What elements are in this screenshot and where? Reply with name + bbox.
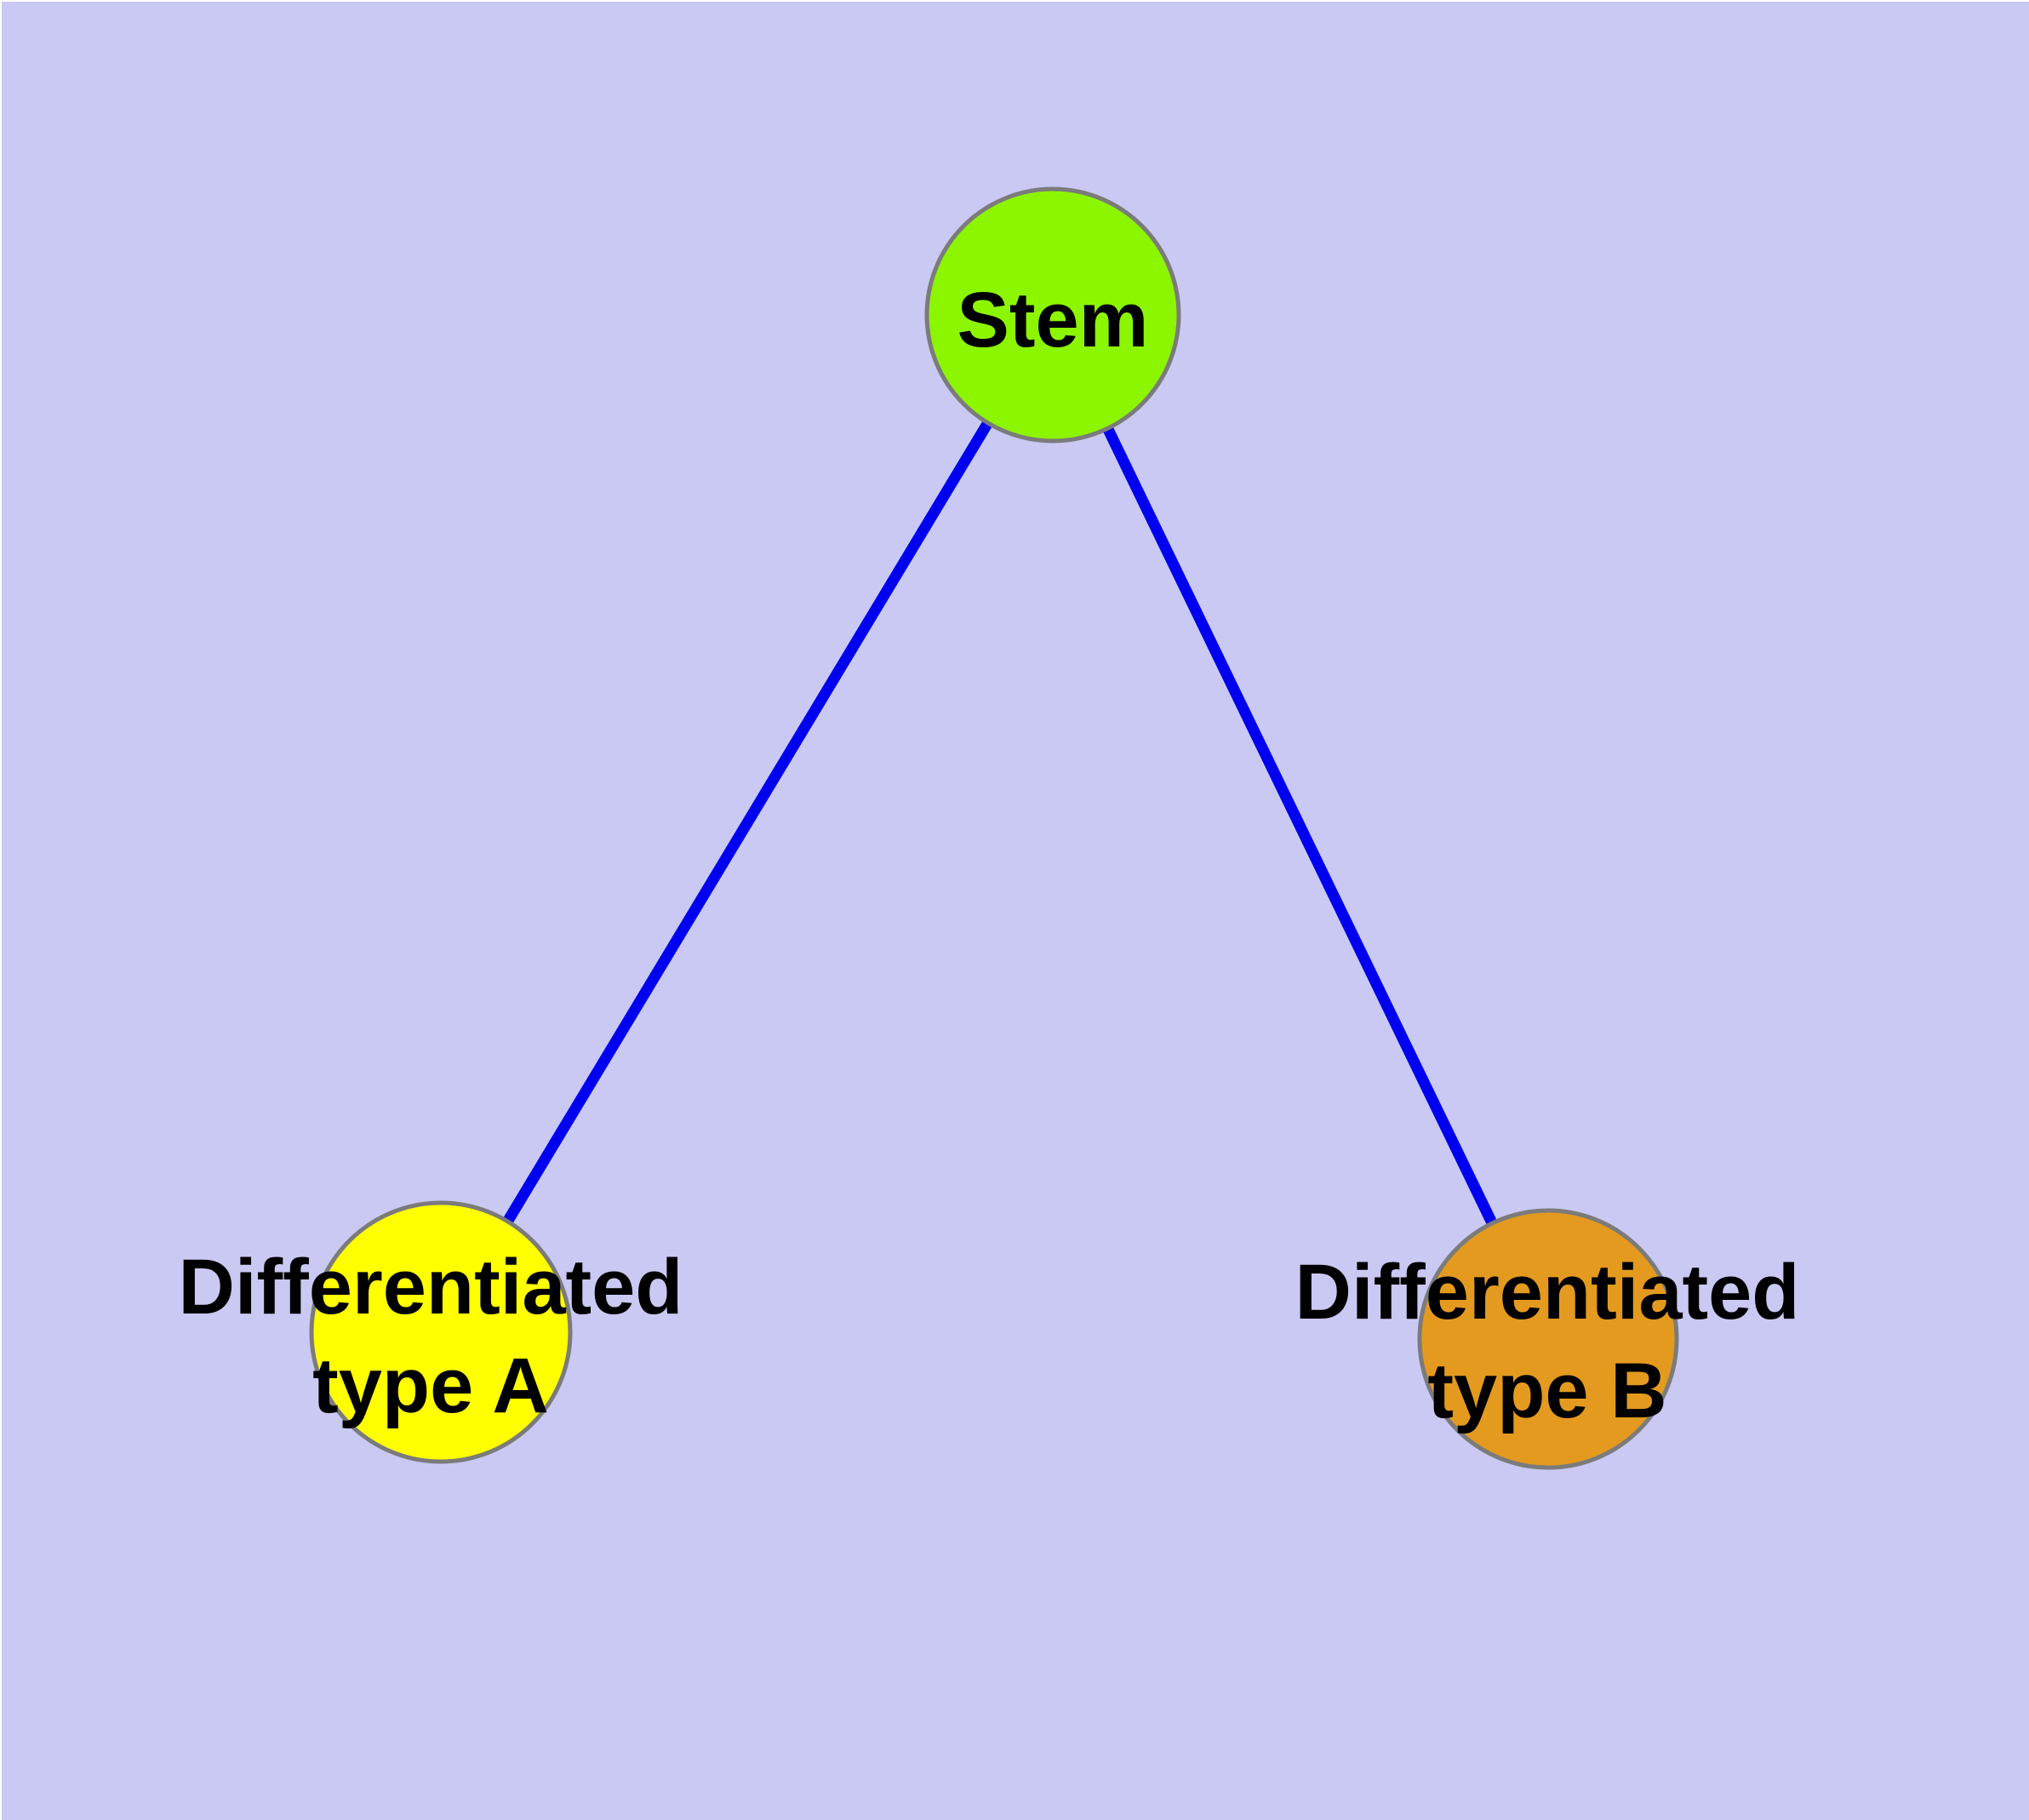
node-type-a-circle <box>309 1200 573 1464</box>
node-type-b-label-line1: Differentiated <box>1295 1249 1800 1336</box>
node-type-b-label: Differentiated type B <box>1295 1243 1800 1440</box>
node-stem-circle <box>924 186 1181 444</box>
node-type-b-label-line2: type B <box>1427 1348 1667 1434</box>
edge-stem-to-type-b <box>1048 312 1553 1342</box>
node-type-a-label: Differentiated type A <box>179 1238 683 1435</box>
node-type-b-circle <box>1417 1208 1679 1470</box>
node-type-a-label-line2: type A <box>312 1342 549 1429</box>
node-stem-label: Stem <box>957 277 1149 363</box>
edge-stem-to-type-a <box>436 312 1058 1336</box>
node-type-a-label-line1: Differentiated <box>178 1244 683 1331</box>
